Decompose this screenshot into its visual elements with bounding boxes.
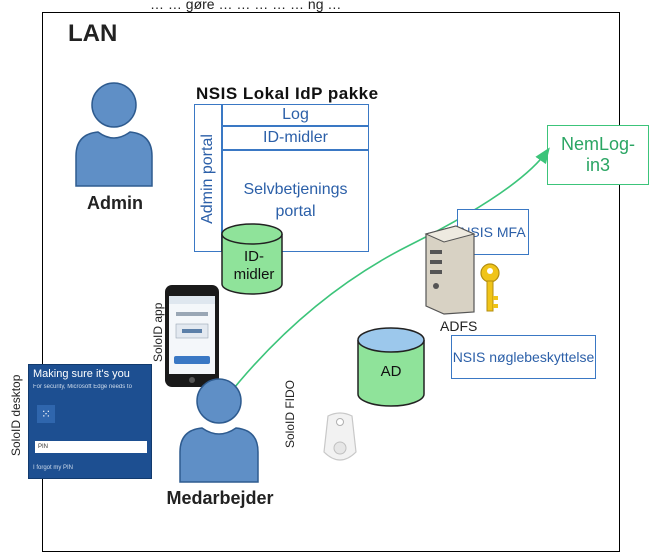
desktop-screen: Making sure it's you For security, Micro…	[28, 364, 152, 479]
admin-person-icon	[75, 82, 153, 187]
soloid-desktop-label: SoloID desktop	[9, 374, 23, 456]
admin-portal-box	[194, 104, 222, 252]
pin-input[interactable]: PIN	[35, 441, 147, 453]
key-icon	[480, 263, 500, 312]
id-midler-db-label: ID- midler	[233, 248, 275, 283]
pakke-title: NSIS Lokal IdP pakke	[196, 84, 379, 103]
adfs-label: ADFS	[440, 318, 478, 334]
nemlog-in3-box: NemLog- in3	[547, 125, 649, 185]
medarbejder-person-icon	[179, 378, 259, 483]
desktop-screen-subtitle: For security, Microsoft Edge needs to	[33, 384, 132, 390]
ad-label: AD	[380, 363, 402, 380]
forgot-pin-link[interactable]: I forgot my PIN	[33, 465, 74, 471]
soloid-app-label: SoloID app	[151, 302, 165, 362]
desktop-screen-title: Making sure it's you	[33, 368, 130, 380]
page-caption: … … gøre … … … … … ng …	[150, 0, 342, 12]
medarbejder-label: Medarbejder	[166, 488, 274, 508]
ad-database-icon	[357, 327, 425, 407]
id-midler-box: ID-midler	[222, 126, 369, 150]
soloid-fido-label: SoloID FIDO	[283, 379, 297, 448]
nsis-key-protection-box: NSIS nøglebeskyttelse	[451, 335, 596, 379]
log-box: Log	[222, 104, 369, 126]
phone-icon	[165, 285, 219, 387]
lan-title: LAN	[68, 20, 118, 47]
adfs-server-icon	[424, 225, 476, 315]
id-midler-database-icon	[221, 223, 283, 295]
keypad-icon: ⁙	[37, 405, 55, 423]
admin-label: Admin	[87, 193, 143, 213]
fido-key-icon	[323, 412, 357, 461]
